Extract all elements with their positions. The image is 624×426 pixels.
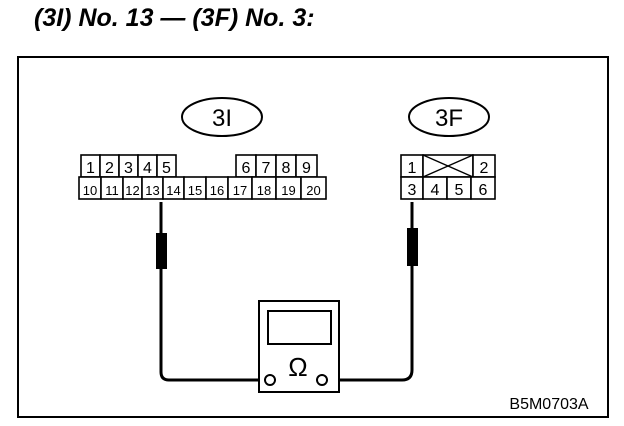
- pin-number: 2: [105, 160, 114, 177]
- meter-terminal-right: [316, 374, 328, 386]
- pin-number: 11: [105, 183, 119, 198]
- test-lead-right: [328, 202, 414, 382]
- connector-3i-label: 3I: [212, 105, 232, 132]
- pin-number: 14: [166, 183, 180, 198]
- pin-number: 12: [125, 183, 139, 198]
- page-title: (3I) No. 13 — (3F) No. 3:: [34, 4, 315, 32]
- pin-number: 3: [124, 160, 133, 177]
- pin-number: 15: [188, 183, 202, 198]
- test-lead-left: [159, 202, 265, 382]
- ohmmeter-icon: Ω: [258, 300, 340, 393]
- probe-left: [156, 233, 167, 269]
- pin-number: 9: [302, 160, 311, 177]
- pin-number: 3: [408, 182, 417, 199]
- pin-number: 20: [306, 183, 320, 198]
- ohm-symbol: Ω: [288, 352, 307, 382]
- pin-number: 13: [145, 183, 159, 198]
- pin-cell: [470, 176, 496, 200]
- pin-number: 7: [262, 160, 271, 177]
- pin-number: 5: [162, 160, 171, 177]
- pin-number: 16: [210, 183, 224, 198]
- connector-3f-label: 3F: [435, 105, 463, 132]
- pin-number: 5: [455, 182, 464, 199]
- pin-cell: [300, 176, 327, 200]
- pin-number: 4: [143, 160, 152, 177]
- pin-number: 19: [281, 183, 295, 198]
- probe-right: [407, 228, 418, 266]
- blocked-cavity-mark: [422, 154, 474, 178]
- pin-number: 18: [257, 183, 271, 198]
- pin-number: 6: [242, 160, 251, 177]
- pin-number: 1: [86, 160, 95, 177]
- pin-number: 2: [480, 160, 489, 177]
- pin-number: 4: [431, 182, 440, 199]
- pin-number: 1: [408, 160, 417, 177]
- pin-number: 6: [479, 182, 488, 199]
- connector-3i-label-oval: [181, 97, 263, 137]
- diagram-frame: [17, 56, 609, 418]
- meter-terminal-left: [264, 374, 276, 386]
- pin-number: 17: [233, 183, 247, 198]
- figure-code: B5M0703A: [509, 396, 588, 413]
- pin-number: 8: [282, 160, 291, 177]
- connector-3f-label-oval: [408, 97, 490, 137]
- pin-number: 10: [83, 183, 97, 198]
- meter-display: [267, 310, 332, 345]
